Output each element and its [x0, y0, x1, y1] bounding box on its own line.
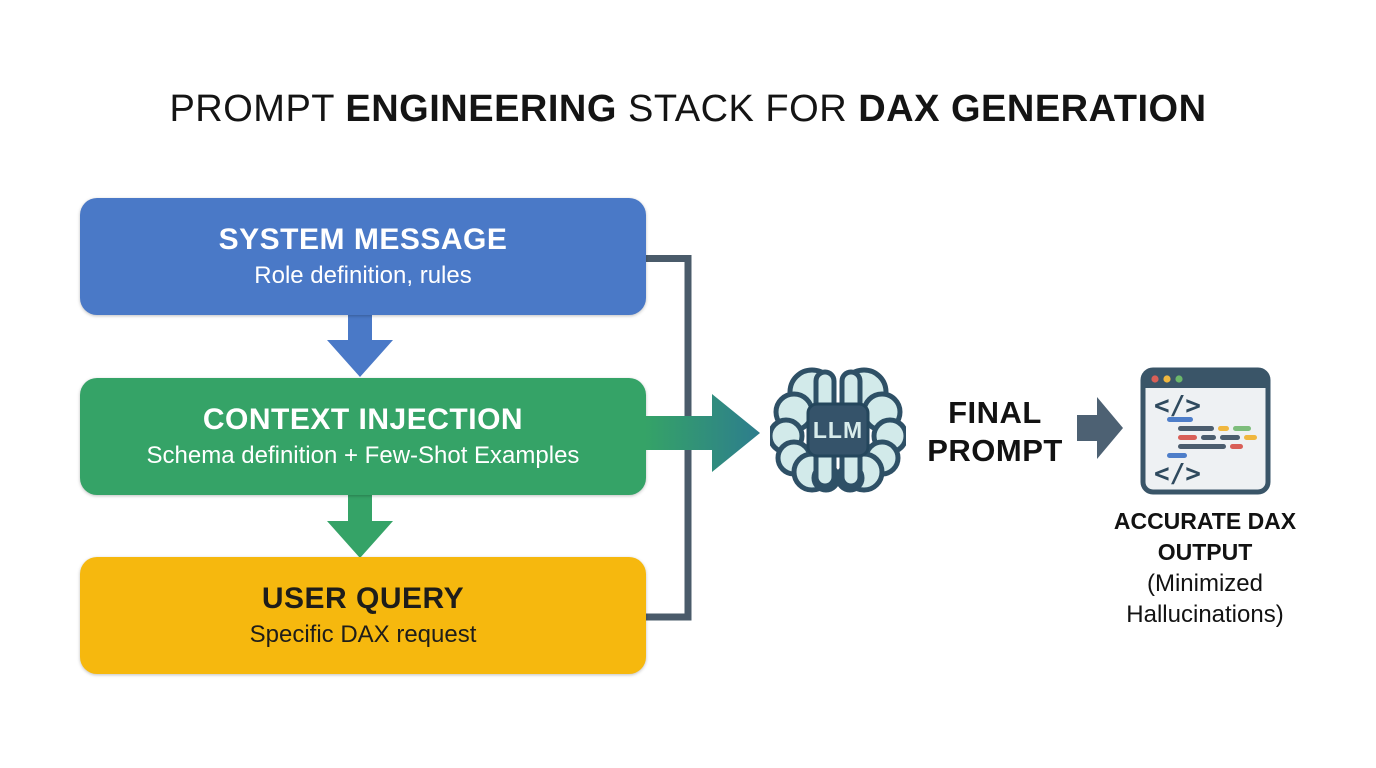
box-subtitle: Specific DAX request	[249, 621, 477, 648]
output-caption: ACCURATE DAX OUTPUT (Minimized Hallucina…	[1095, 506, 1315, 630]
box-subtitle: Schema definition + Few-Shot Examples	[146, 442, 580, 469]
page-title: PROMPT ENGINEERING STACK FOR DAX GENERAT…	[0, 88, 1376, 131]
final-prompt-label: FINAL PROMPT	[915, 394, 1075, 470]
final-prompt-line: FINAL	[948, 395, 1042, 430]
down-arrow-shape	[327, 306, 393, 377]
llm-brain-icon: LLM	[770, 367, 906, 493]
down-arrow-icon	[327, 487, 393, 558]
box-title: CONTEXT INJECTION	[202, 403, 524, 436]
title-part: DAX GENERATION	[858, 88, 1207, 130]
box-context-injection: CONTEXT INJECTION Schema definition + Fe…	[80, 378, 646, 495]
forward-arrow-icon	[1077, 397, 1123, 459]
code-window-titlebar	[1143, 370, 1268, 388]
title-part: PROMPT	[169, 88, 346, 130]
box-subtitle: Role definition, rules	[254, 262, 472, 289]
merge-arrow-icon	[645, 394, 760, 472]
output-caption-bold: ACCURATE DAX OUTPUT	[1113, 508, 1297, 565]
code-tag-icon: </>	[1154, 391, 1201, 421]
title-part: STACK FOR	[616, 88, 859, 130]
window-dot-red	[1151, 375, 1159, 383]
down-arrow-shape	[327, 487, 393, 558]
code-tag-icon: </>	[1154, 459, 1201, 489]
forward-arrow-shape	[1077, 397, 1123, 459]
box-system-message: SYSTEM MESSAGE Role definition, rules	[80, 198, 646, 315]
llm-chip	[806, 402, 870, 458]
final-prompt-line: PROMPT	[927, 433, 1063, 468]
box-title: SYSTEM MESSAGE	[218, 223, 508, 256]
box-user-query: USER QUERY Specific DAX request	[80, 557, 646, 674]
code-lines	[1167, 417, 1257, 458]
output-caption-normal: (Minimized Hallucinations)	[1126, 570, 1284, 628]
llm-label: LLM	[813, 417, 863, 443]
window-dot-green	[1175, 375, 1183, 383]
box-title: USER QUERY	[261, 582, 465, 615]
window-dot-yellow	[1163, 375, 1171, 383]
code-window-icon: </> </>	[1140, 367, 1271, 495]
down-arrow-icon	[327, 306, 393, 377]
title-part: ENGINEERING	[345, 88, 617, 130]
merge-arrow-shape	[645, 394, 760, 472]
